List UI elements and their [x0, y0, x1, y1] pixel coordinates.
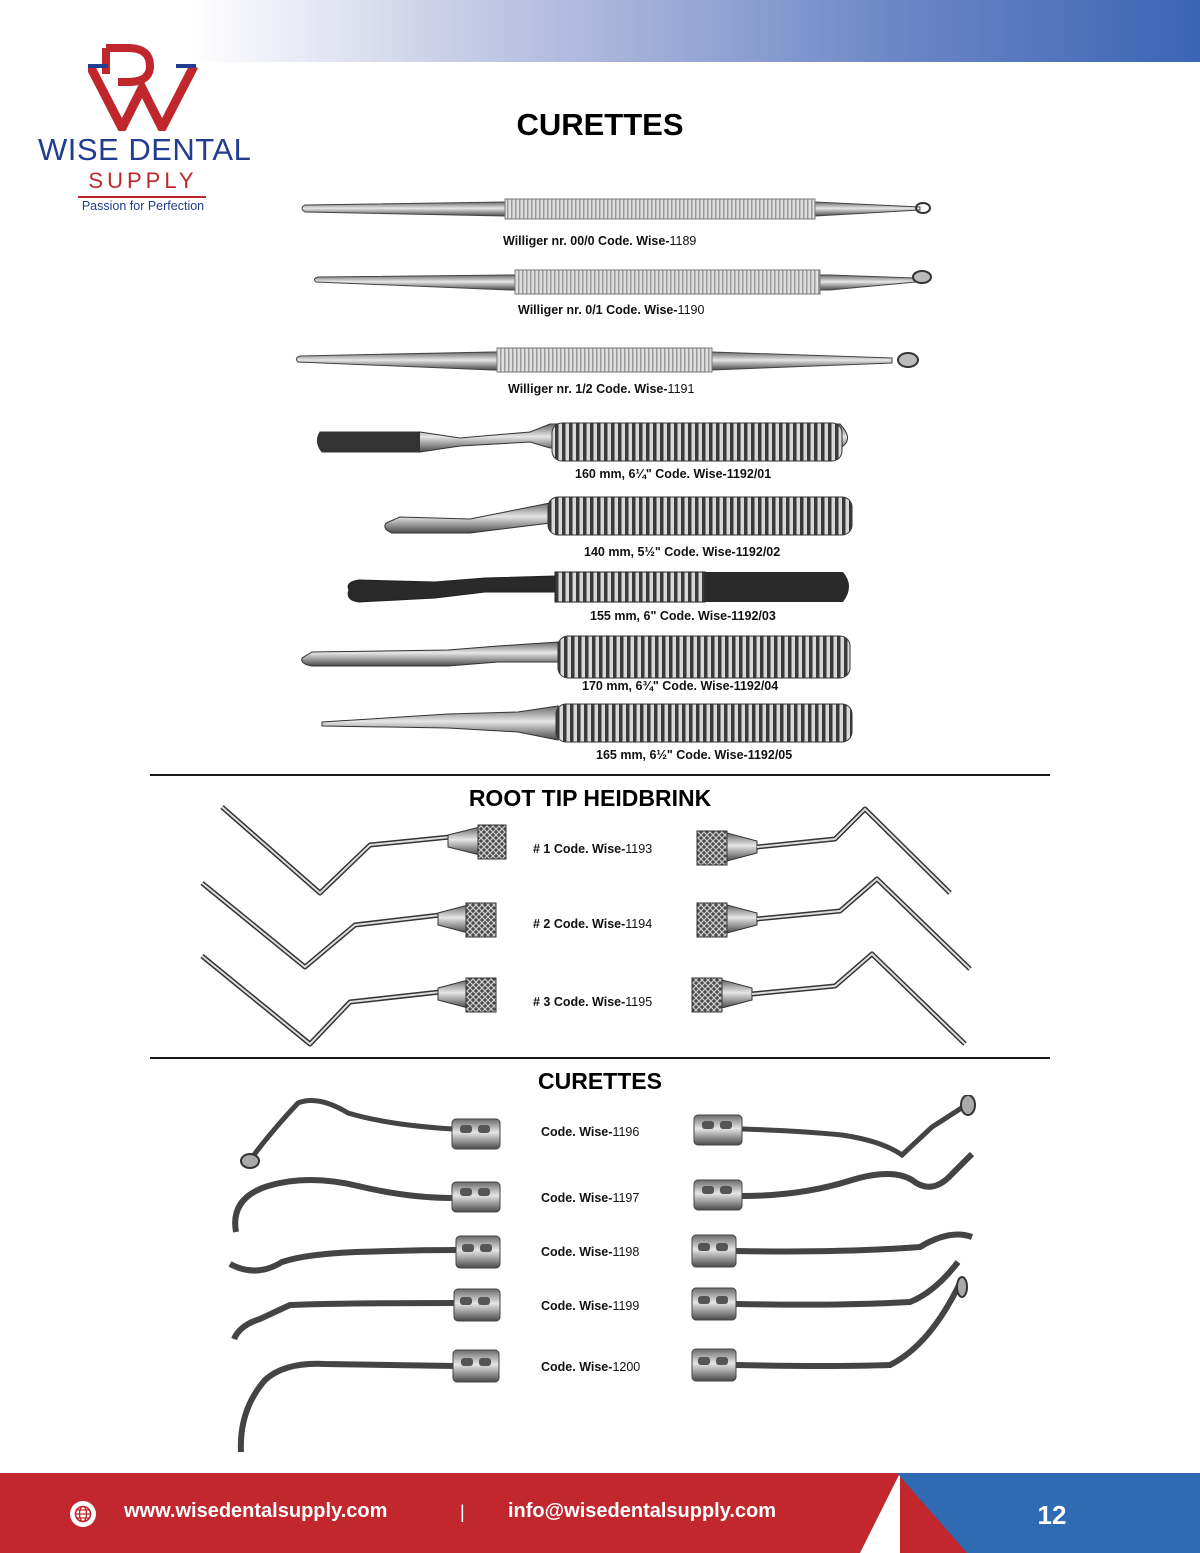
sized-curette-4: [301, 635, 851, 679]
sized-caption-2: 140 mm, 5½" Code. Wise-1192/02: [584, 545, 781, 559]
curette-left-3: [228, 1235, 501, 1274]
footer-separator: |: [460, 1502, 465, 1522]
email-link[interactable]: info@wisedentalsupply.com: [508, 1500, 777, 1522]
root-tip-left-1: [220, 805, 507, 896]
williger-instrument-2: [313, 269, 932, 295]
sized-curette-5: [321, 703, 853, 743]
page-number: 12: [1037, 1500, 1067, 1530]
section-divider-1: [150, 774, 1050, 776]
curette-caption-1: Code. Wise-1196: [541, 1125, 640, 1139]
root-tip-left-3: [200, 954, 497, 1047]
curette-left-4: [231, 1288, 501, 1341]
sized-curette-2: [384, 496, 853, 536]
curette-right-3: [691, 1231, 974, 1268]
curette-left-1: [240, 1098, 501, 1169]
williger-instrument-1: [301, 198, 931, 220]
williger-caption-1: Williger nr. 00/0 Code. Wise-1189: [503, 234, 697, 248]
top-gradient-bar: [0, 0, 1200, 62]
curette-left-5: [237, 1349, 500, 1453]
brand-supply: SUPPLY: [88, 168, 198, 193]
root-tip-right-1: [696, 806, 952, 895]
curette-right-5: [691, 1276, 968, 1382]
williger-caption-3: Williger nr. 1/2 Code. Wise-1191: [508, 382, 695, 396]
root-tip-left-2: [200, 881, 497, 970]
footer-divider-shape: [860, 1473, 900, 1553]
sized-caption-1: 160 mm, 6¼" Code. Wise-1192/01: [575, 467, 772, 481]
curette-right-4: [691, 1260, 961, 1321]
page-title: CURETTES: [516, 107, 684, 142]
root-tip-caption-1: # 1 Code. Wise-1193: [533, 842, 653, 856]
brand-name: WISE DENTAL: [38, 132, 252, 167]
sized-caption-4: 170 mm, 6¾" Code. Wise-1192/04: [582, 679, 779, 693]
curette-caption-4: Code. Wise-1199: [541, 1299, 640, 1313]
curette-caption-2: Code. Wise-1197: [541, 1191, 640, 1205]
root-tip-right-2: [696, 876, 972, 971]
root-tip-caption-2: # 2 Code. Wise-1194: [533, 917, 653, 931]
root-tip-title: ROOT TIP HEIDBRINK: [468, 785, 712, 811]
sized-caption-3: 155 mm, 6" Code. Wise-1192/03: [590, 609, 776, 623]
williger-caption-2: Williger nr. 0/1 Code. Wise-1190: [518, 303, 705, 317]
brand-tagline: Passion for Perfection: [81, 199, 205, 213]
brand-logo: WISE DENTAL SUPPLY Passion for Perfectio…: [38, 36, 252, 216]
curettes-title: CURETTES: [538, 1068, 662, 1094]
website-link[interactable]: www.wisedentalsupply.com: [124, 1500, 388, 1522]
curette-caption-3: Code. Wise-1198: [541, 1245, 640, 1259]
sized-caption-5: 165 mm, 6½" Code. Wise-1192/05: [596, 748, 793, 762]
curette-right-2: [693, 1151, 975, 1211]
williger-instrument-3: [295, 347, 919, 373]
curette-caption-5: Code. Wise-1200: [541, 1360, 641, 1374]
globe-icon: [70, 1501, 96, 1527]
curette-right-1: [693, 1095, 976, 1159]
logo-mark-icon: [88, 44, 198, 131]
root-tip-right-3: [691, 951, 967, 1046]
section-divider-2: [150, 1057, 1050, 1059]
curette-left-2: [232, 1177, 501, 1233]
brand-rule: [78, 196, 206, 198]
sized-curette-3: [347, 571, 849, 603]
root-tip-caption-3: # 3 Code. Wise-1195: [533, 995, 653, 1009]
sized-curette-1: [316, 422, 848, 462]
